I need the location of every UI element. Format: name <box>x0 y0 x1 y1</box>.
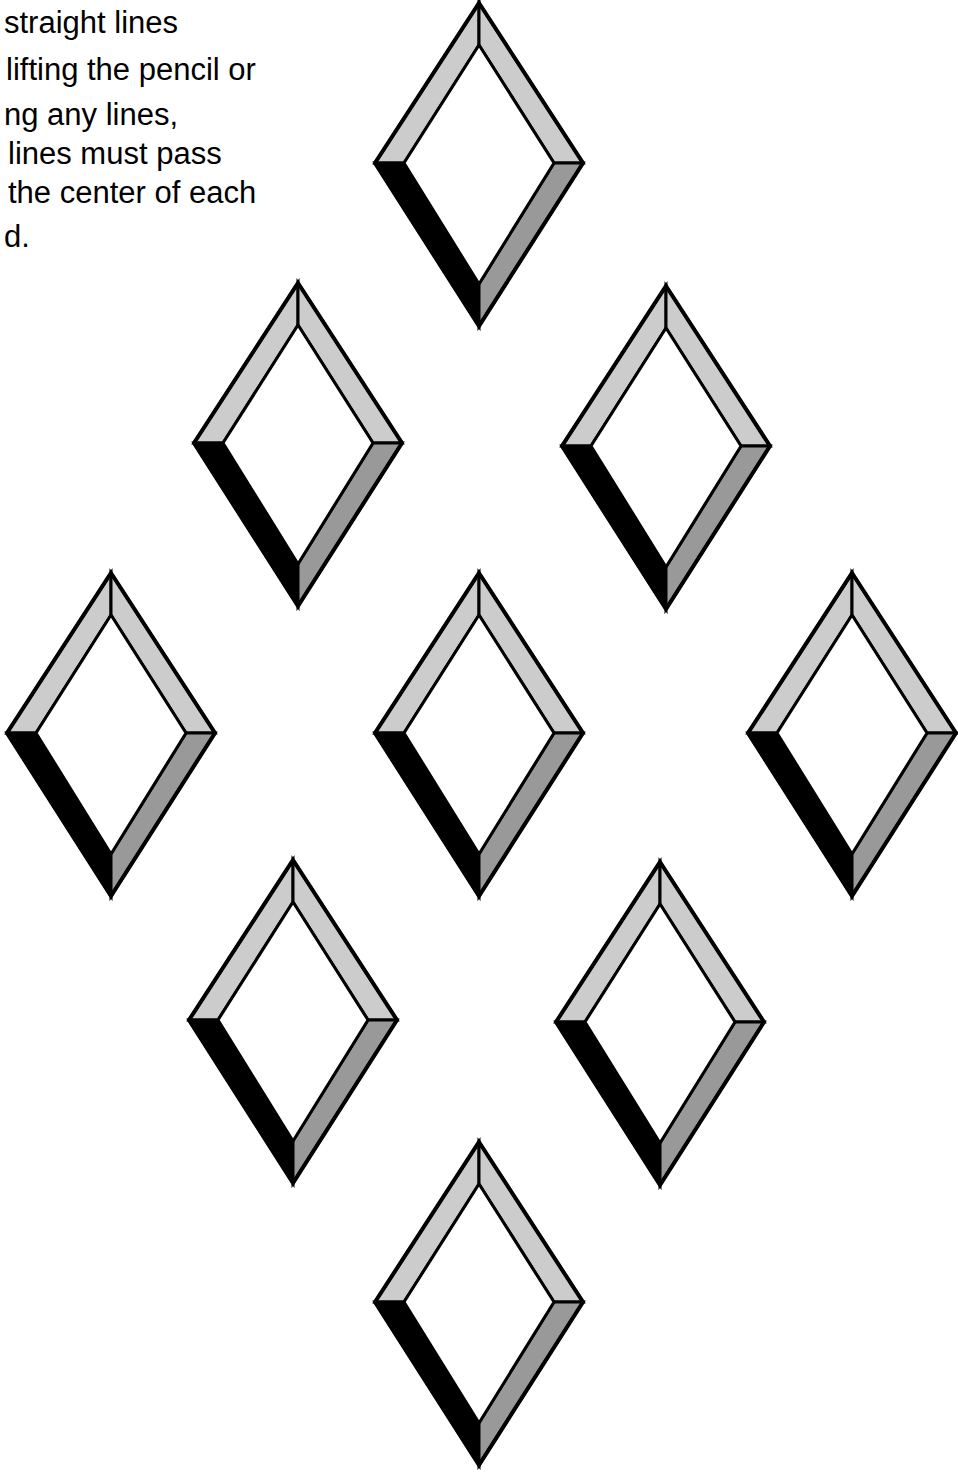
instruction-text: the center of each <box>8 175 256 211</box>
instruction-text: lines must pass <box>8 136 222 172</box>
diamond <box>7 573 215 896</box>
diamond <box>375 3 583 326</box>
instruction-text: d. <box>4 219 30 255</box>
diamond <box>562 286 770 609</box>
diamond <box>556 862 764 1185</box>
instruction-text: lifting the pencil or <box>6 52 256 88</box>
diamond <box>748 573 956 896</box>
instruction-text: straight lines <box>4 5 178 41</box>
diamond <box>375 573 583 896</box>
diamond <box>194 283 402 606</box>
diamond <box>375 1142 583 1465</box>
instruction-text: ng any lines, <box>4 97 178 133</box>
diamond <box>189 860 397 1183</box>
